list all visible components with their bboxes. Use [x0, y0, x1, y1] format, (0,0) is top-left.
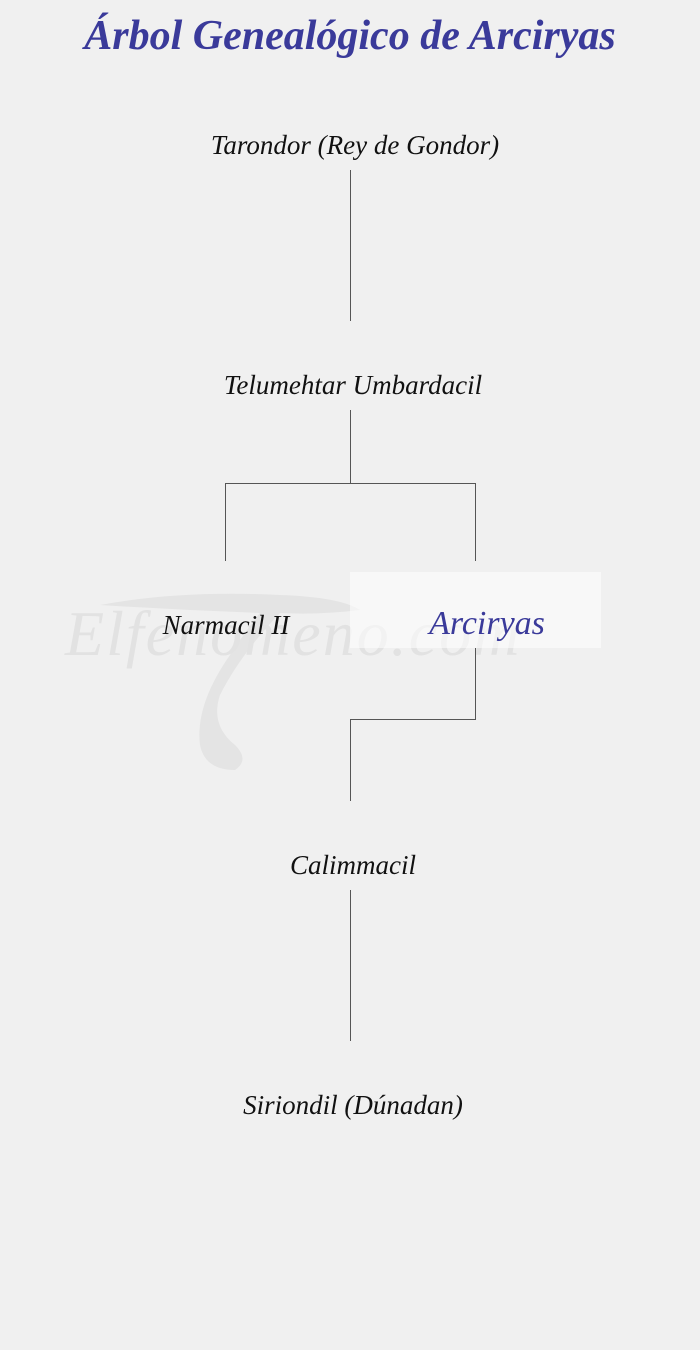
node-telumehtar: Telumehtar Umbardacil: [223, 370, 483, 400]
page-title: Árbol Genealógico de Arciryas: [84, 13, 616, 59]
node-narmacil: Narmacil II: [162, 610, 290, 640]
node-arciryas: Arciryas: [429, 605, 545, 642]
focus-highlight: [350, 572, 601, 648]
connector-siblings-bar: [225, 483, 476, 484]
node-siriondil: Siriondil (Dúnadan): [243, 1090, 463, 1120]
connector-arciryas-down: [475, 648, 476, 719]
connector-to-narmacil: [225, 483, 226, 561]
connector-telumehtar-down: [350, 410, 351, 483]
connector-to-arciryas: [475, 483, 476, 561]
connector-calimmacil-siriondil: [350, 890, 351, 1041]
node-tarondor: Tarondor (Rey de Gondor): [210, 130, 500, 160]
connector-arciryas-elbow: [350, 719, 476, 720]
connector-to-calimmacil: [350, 719, 351, 801]
connector-tarondor-telumehtar: [350, 170, 351, 321]
node-calimmacil: Calimmacil: [290, 850, 416, 880]
